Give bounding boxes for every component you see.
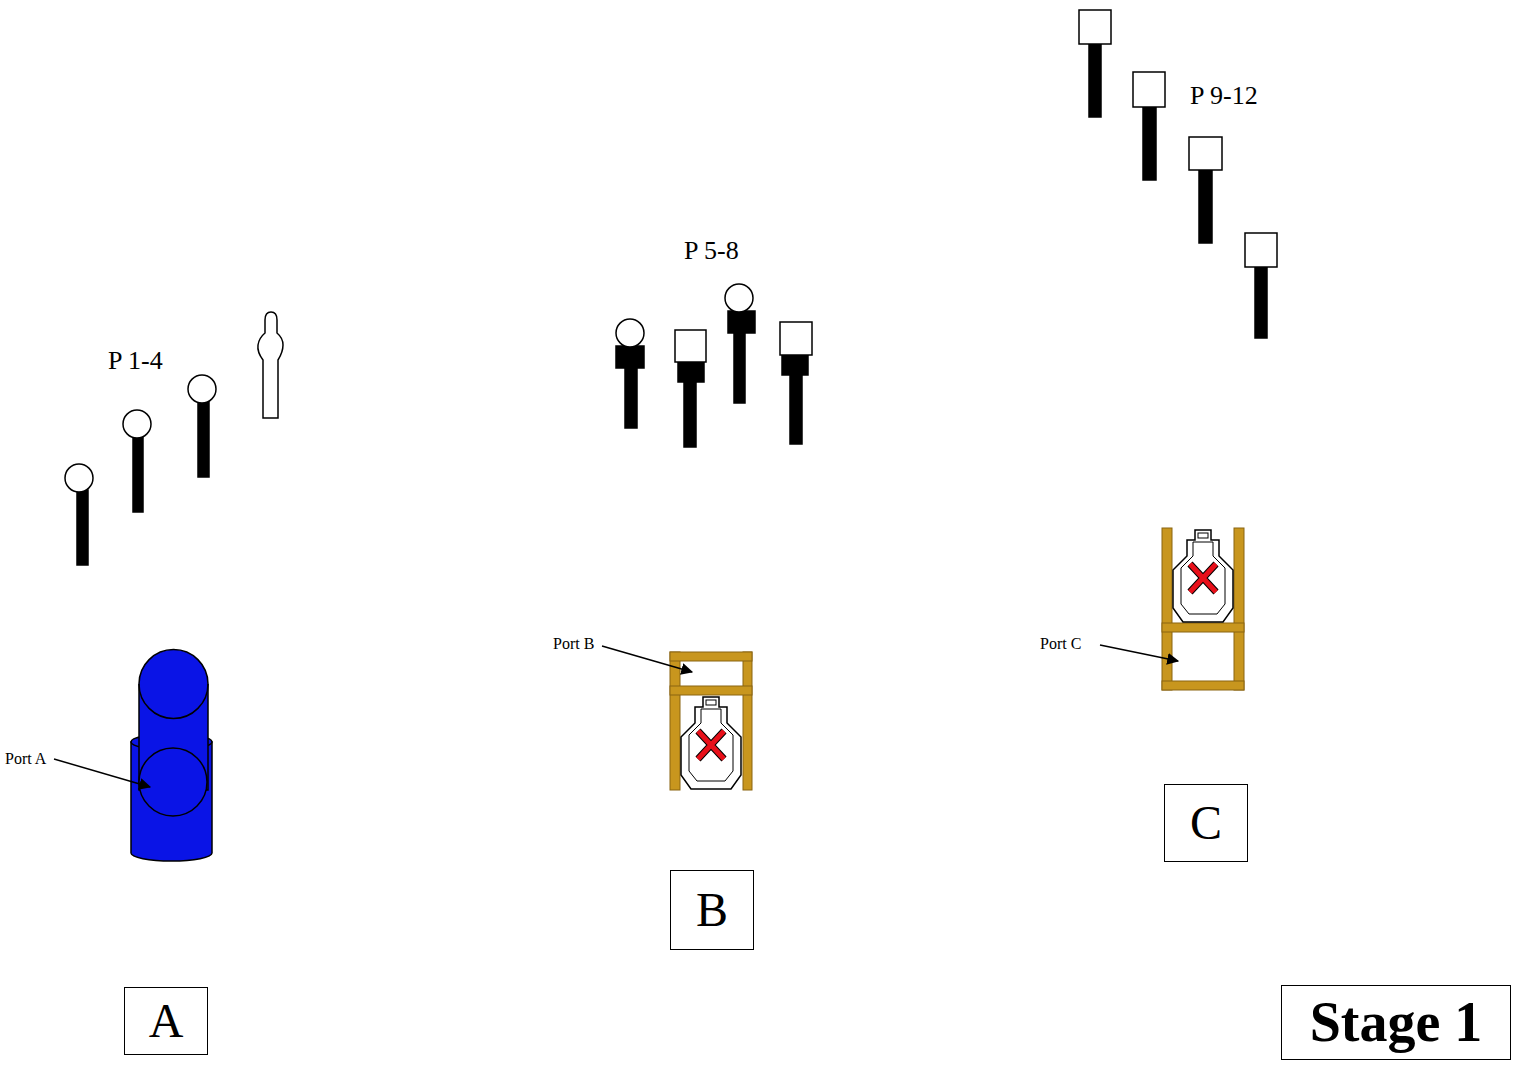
port-label: Port A: [5, 750, 46, 768]
plate-pole: [790, 373, 802, 444]
frame-post: [743, 652, 752, 790]
barrel-upper-rim: [139, 684, 208, 719]
popper-pole: [734, 331, 745, 403]
port-label: Port B: [553, 635, 594, 653]
popper-plate: [65, 464, 93, 492]
frame-post: [1162, 528, 1172, 690]
popper-group-2: [616, 284, 812, 447]
port-a-opening: [139, 748, 207, 816]
square-plate: [1245, 233, 1277, 267]
frame-bar: [1162, 681, 1244, 690]
box-text: Stage 1: [1310, 994, 1483, 1050]
position-box: C: [1164, 784, 1248, 862]
popper-group-1: [65, 312, 283, 565]
popper-plate: [188, 375, 216, 403]
square-plate: [1079, 10, 1111, 44]
plate-base: [782, 355, 808, 375]
plate-group-3: [1079, 10, 1277, 338]
leader-arrow: [54, 759, 150, 787]
plate-pole: [1255, 267, 1267, 338]
popper-plate: [123, 410, 151, 438]
popper-plate: [725, 284, 753, 312]
stage-title-box: Stage 1: [1281, 985, 1511, 1060]
barrel-prop: [131, 650, 212, 861]
popper-plate: [616, 319, 644, 347]
frame-bar: [1162, 623, 1244, 632]
box-text: C: [1190, 799, 1222, 847]
port-b-frame: [670, 652, 752, 790]
square-plate: [675, 330, 706, 362]
target-group-label: P 5-8: [684, 237, 739, 266]
port-c-frame: [1162, 528, 1244, 690]
popper-pole: [625, 366, 637, 428]
popper-pole: [198, 402, 209, 477]
popper-pole: [77, 490, 88, 565]
popper-pole: [133, 437, 143, 512]
position-box: A: [124, 987, 208, 1055]
frame-bar: [670, 652, 752, 661]
plate-base: [678, 362, 704, 382]
box-text: A: [149, 997, 184, 1045]
frame-bar: [670, 686, 752, 695]
steel-target: [681, 697, 741, 789]
port-label: Port C: [1040, 635, 1081, 653]
frame-post: [670, 652, 680, 790]
plate-pole: [1089, 44, 1101, 117]
popper-base: [728, 311, 755, 333]
square-plate: [780, 322, 812, 355]
plate-pole: [684, 380, 696, 447]
position-box: B: [670, 870, 754, 950]
leader-arrow: [1100, 645, 1178, 661]
plate-pole: [1199, 170, 1212, 243]
popper-base: [616, 346, 644, 368]
plate-pole: [1143, 107, 1156, 180]
silhouette-target: [258, 312, 283, 418]
frame-post: [1234, 528, 1244, 690]
target-group-label: P 9-12: [1190, 82, 1258, 111]
leader-arrow: [602, 646, 692, 672]
steel-target: [1173, 530, 1233, 622]
port-leaders: [54, 645, 1178, 787]
box-text: B: [696, 886, 728, 934]
target-group-label: P 1-4: [108, 347, 163, 376]
square-plate: [1133, 72, 1165, 107]
square-plate: [1189, 137, 1222, 170]
